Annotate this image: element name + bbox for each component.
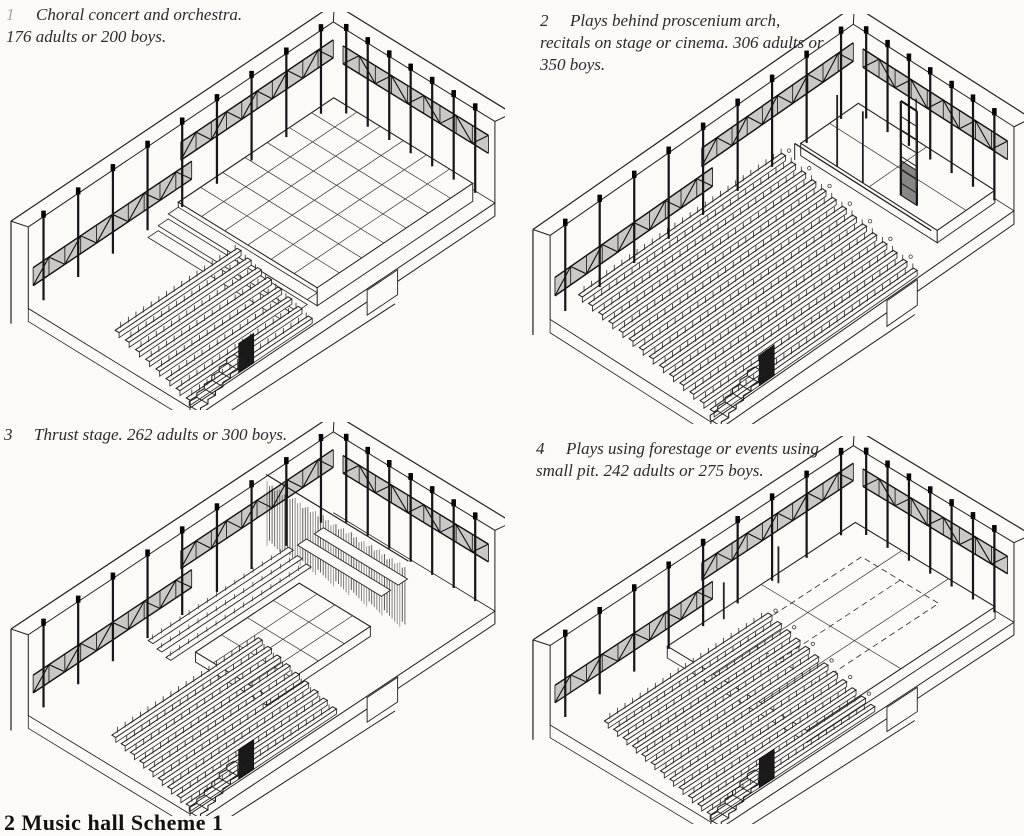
caption-scheme-1: 1 Choral concert and orchestra. 176 adult… (6, 4, 298, 48)
caption-line: recitals on stage or cinema. 306 adults … (540, 33, 824, 53)
axonometric-drawing-scheme-1 (10, 12, 505, 410)
caption-line: 350 boys. (540, 55, 606, 75)
caption-scheme-4: 4 Plays using forestage or events using s… (536, 438, 884, 482)
caption-number: 4 (536, 439, 545, 458)
caption-number: 1 (6, 5, 15, 24)
caption-line: Plays behind proscenium arch, (570, 11, 781, 30)
footer-heading-clipped: 2 Music hall Scheme 1 (4, 810, 224, 835)
caption-line: Thrust stage. 262 adults or 300 boys. (34, 425, 288, 444)
axonometric-drawing-scheme-3 (10, 422, 505, 816)
caption-line: 176 adults or 200 boys. (6, 27, 167, 47)
caption-line: small pit. 242 adults or 275 boys. (536, 461, 764, 481)
caption-scheme-3: 3 Thrust stage. 262 adults or 300 boys. (4, 424, 434, 446)
caption-line: Plays using forestage or events using (566, 439, 819, 458)
caption-scheme-2: 2 Plays behind proscenium arch, recitals … (540, 10, 892, 76)
axonometric-drawing-scheme-2 (532, 14, 1024, 424)
caption-line: Choral concert and orchestra. (36, 5, 243, 24)
caption-number: 2 (540, 11, 549, 30)
axonometric-drawing-scheme-4 (532, 436, 1024, 824)
caption-number: 3 (4, 425, 13, 444)
